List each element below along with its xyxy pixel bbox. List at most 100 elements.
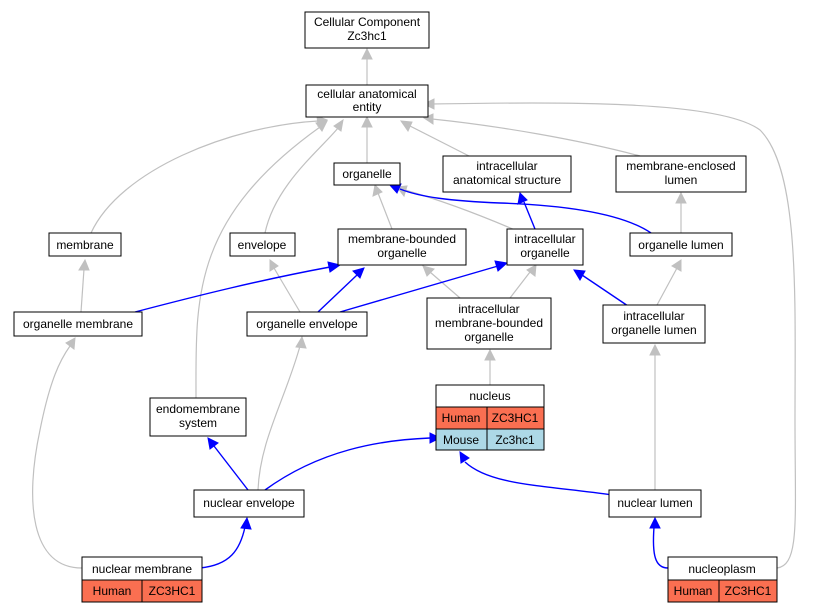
arrowhead-imbo-from-nucleus <box>484 348 496 361</box>
node-organelle-envelope[interactable]: organelle envelope <box>246 311 368 337</box>
edge-om-mbo <box>134 266 331 313</box>
node-label: membrane-bounded <box>348 232 456 246</box>
node-intracellular-organelle[interactable]: intracellular organelle <box>506 228 584 266</box>
node-label: organelle lumen <box>611 323 696 337</box>
gene-label: ZC3HC1 <box>725 584 772 598</box>
edge-iol-io <box>581 274 632 309</box>
arrowhead-cae-from-envelope <box>333 118 344 132</box>
node-organelle-membrane[interactable]: organelle membrane <box>13 311 143 337</box>
node-label: Cellular Component <box>314 15 421 29</box>
node-cellular-component[interactable]: Cellular Component Zc3hc1 <box>304 11 430 49</box>
edge-np-nl <box>652 526 669 569</box>
node-cellular-anatomical-entity[interactable]: cellular anatomical entity <box>305 84 429 118</box>
node-envelope[interactable]: envelope <box>229 232 296 257</box>
edge-io-ias <box>523 201 536 230</box>
arrowhead-mbo-from-oe <box>352 267 365 279</box>
node-label: nucleoplasm <box>688 562 755 576</box>
edges-is-a <box>32 47 797 569</box>
node-nucleus[interactable]: nucleus Human ZC3HC1 Mouse Zc3hc1 <box>435 384 545 451</box>
node-membrane[interactable]: membrane <box>48 232 122 257</box>
node-membrane-bounded-organelle[interactable]: membrane-bounded organelle <box>337 228 467 266</box>
arrowhead-io-from-imbo <box>526 264 537 277</box>
node-label: intracellular <box>476 159 537 173</box>
edge-om-membrane <box>80 268 85 313</box>
node-label: organelle membrane <box>23 317 133 331</box>
arrowhead-cae-from-np <box>422 98 435 110</box>
arrowhead-es-from-ne <box>207 437 219 450</box>
node-label: organelle <box>520 246 570 260</box>
node-nuclear-membrane[interactable]: nuclear membrane Human ZC3HC1 <box>81 556 203 603</box>
arrowhead-ol-from-iol <box>671 259 682 272</box>
node-label: nucleus <box>469 389 510 403</box>
gene-label: Zc3hc1 <box>495 433 535 447</box>
edge-ias-cae <box>409 125 470 157</box>
node-nuclear-lumen[interactable]: nuclear lumen <box>608 489 702 518</box>
edge-envelope-cae <box>264 127 339 234</box>
edge-oe-io <box>339 265 499 313</box>
arrowhead-mbo-from-imbo <box>422 265 435 277</box>
node-label: anatomical structure <box>453 173 561 187</box>
arrowhead-mel-from-ol <box>675 191 687 204</box>
species-label: Human <box>93 584 132 598</box>
node-label: system <box>179 416 217 430</box>
arrowhead-mbo-from-om <box>327 261 342 273</box>
edges-part-of <box>134 183 669 569</box>
arrowhead-nl-from-np <box>649 516 661 529</box>
arrowhead-io-from-oe <box>494 260 509 272</box>
edge-imbo-io <box>509 271 531 299</box>
edge-iol-ol <box>656 267 678 306</box>
node-label: entity <box>353 100 382 114</box>
gene-cell-human <box>718 579 778 603</box>
arrowhead-nucleus-from-ne <box>429 432 442 444</box>
edge-np-cae <box>431 102 797 569</box>
node-organelle-lumen[interactable]: organelle lumen <box>629 232 733 257</box>
arrowhead-cae-from-organelle <box>361 115 373 128</box>
node-label: organelle envelope <box>256 317 358 331</box>
node-endomembrane-system[interactable]: endomembrane system <box>149 397 247 437</box>
node-intracellular-membrane-bounded-organelle[interactable]: intracellular membrane-bounded organelle <box>426 297 552 350</box>
node-label: membrane-enclosed <box>626 159 735 173</box>
gene-label: ZC3HC1 <box>492 411 539 425</box>
species-label: Mouse <box>443 433 479 447</box>
edge-nm-ne <box>199 526 246 569</box>
edge-nm-om <box>32 345 83 569</box>
node-label: intracellular <box>458 302 519 316</box>
node-nucleoplasm[interactable]: nucleoplasm Human ZC3HC1 <box>667 556 778 603</box>
node-label: organelle lumen <box>638 238 723 252</box>
arrowhead-ne-from-nm <box>240 516 252 530</box>
node-label: intracellular <box>514 232 575 246</box>
edge-oe-envelope <box>273 267 301 313</box>
arrowhead-root <box>361 47 373 60</box>
arrowhead-io-from-iol <box>573 269 586 281</box>
arrowhead-om-from-nm <box>65 337 76 350</box>
edge-ne-nucleus <box>264 437 431 491</box>
node-label: organelle <box>342 167 392 181</box>
node-nuclear-envelope[interactable]: nuclear envelope <box>193 489 305 518</box>
arrowhead-envelope-from-oe <box>269 259 279 272</box>
gene-cell-human <box>141 579 203 603</box>
arrowhead-cae-from-es <box>315 120 328 132</box>
node-label: cellular anatomical <box>317 87 416 101</box>
node-label: membrane-bounded <box>435 316 543 330</box>
arrowhead-membrane-from-om <box>78 258 90 271</box>
edge-io-organelle <box>404 189 516 231</box>
arrowhead-cae-from-ias <box>399 120 413 133</box>
gene-label: ZC3HC1 <box>149 584 196 598</box>
node-intracellular-organelle-lumen[interactable]: intracellular organelle lumen <box>602 304 706 344</box>
edge-es-cae <box>195 126 321 399</box>
node-organelle[interactable]: organelle <box>333 162 401 186</box>
node-label: nuclear envelope <box>203 496 295 510</box>
arrowhead-organelle-from-mbo <box>372 183 383 197</box>
node-label: intracellular <box>623 309 684 323</box>
arrowhead-iol-from-nl <box>649 343 661 356</box>
arrowhead-ias-from-io <box>517 191 528 205</box>
species-label: Human <box>674 584 713 598</box>
node-label: lumen <box>665 173 698 187</box>
node-intracellular-anatomical-structure[interactable]: intracellular anatomical structure <box>442 155 572 193</box>
edge-oe-mbo <box>317 274 358 313</box>
node-label: envelope <box>238 238 287 252</box>
node-label: Zc3hc1 <box>347 29 387 43</box>
edge-ne-oe <box>257 345 301 491</box>
edge-imbo-mbo <box>429 271 461 299</box>
node-membrane-enclosed-lumen[interactable]: membrane-enclosed lumen <box>615 155 747 193</box>
